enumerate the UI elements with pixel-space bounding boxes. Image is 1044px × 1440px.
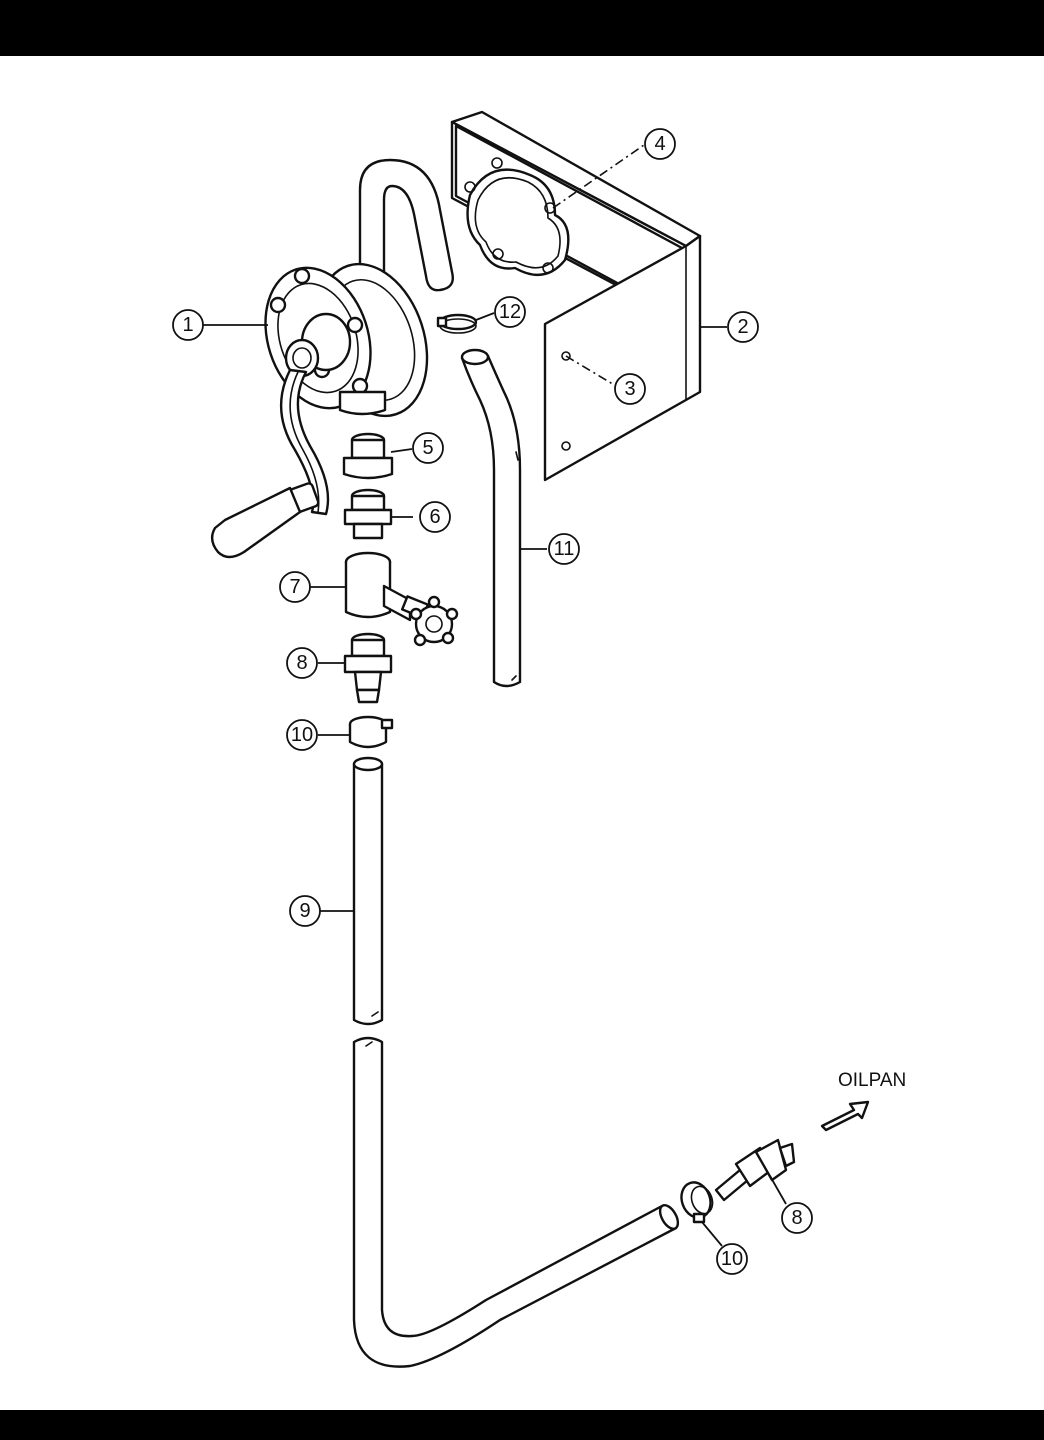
- svg-text:2: 2: [737, 316, 748, 338]
- hose-barb-fitting-upper: [345, 634, 391, 702]
- hose-clamp-lower: [677, 1178, 716, 1222]
- callout-11: 11: [549, 534, 579, 564]
- svg-text:4: 4: [654, 133, 665, 155]
- suction-hose: [462, 350, 520, 686]
- svg-text:8: 8: [296, 652, 307, 674]
- drain-hose-lower: [354, 1038, 682, 1367]
- callout-9: 9: [290, 896, 320, 926]
- oilpan-label: OILPAN: [838, 1070, 906, 1091]
- svg-text:8: 8: [791, 1207, 802, 1229]
- drain-hose-upper: [354, 758, 382, 1024]
- callout-3: 3: [615, 374, 645, 404]
- svg-text:3: 3: [624, 378, 635, 400]
- svg-text:11: 11: [554, 538, 575, 560]
- callout-7: 7: [280, 572, 310, 602]
- callout-6: 6: [420, 502, 450, 532]
- callout-8-lower: 8: [782, 1203, 812, 1233]
- hose-clamp-right-mount: [438, 315, 476, 333]
- drain-valve: [346, 553, 457, 645]
- rotary-pump: [212, 160, 453, 557]
- callout-1: 1: [173, 310, 203, 340]
- hose-barb-fitting-lower: [716, 1140, 794, 1200]
- svg-text:12: 12: [499, 301, 521, 323]
- svg-text:1: 1: [182, 314, 193, 336]
- callout-10-upper: 10: [287, 720, 317, 750]
- svg-text:10: 10: [721, 1248, 743, 1270]
- callout-5: 5: [413, 433, 443, 463]
- svg-text:6: 6: [429, 506, 440, 528]
- svg-text:5: 5: [422, 437, 433, 459]
- svg-text:10: 10: [291, 724, 313, 746]
- adapter-fitting: [344, 434, 392, 478]
- arrow-icon: [822, 1102, 868, 1130]
- svg-text:9: 9: [299, 900, 310, 922]
- callout-2: 2: [728, 312, 758, 342]
- callout-8-upper: 8: [287, 648, 317, 678]
- hose-clamp-upper: [350, 717, 392, 747]
- svg-text:7: 7: [289, 576, 300, 598]
- callout-10-lower: 10: [717, 1244, 747, 1274]
- callout-4: 4: [645, 129, 675, 159]
- callout-12: 12: [495, 297, 525, 327]
- nipple-fitting: [345, 490, 391, 538]
